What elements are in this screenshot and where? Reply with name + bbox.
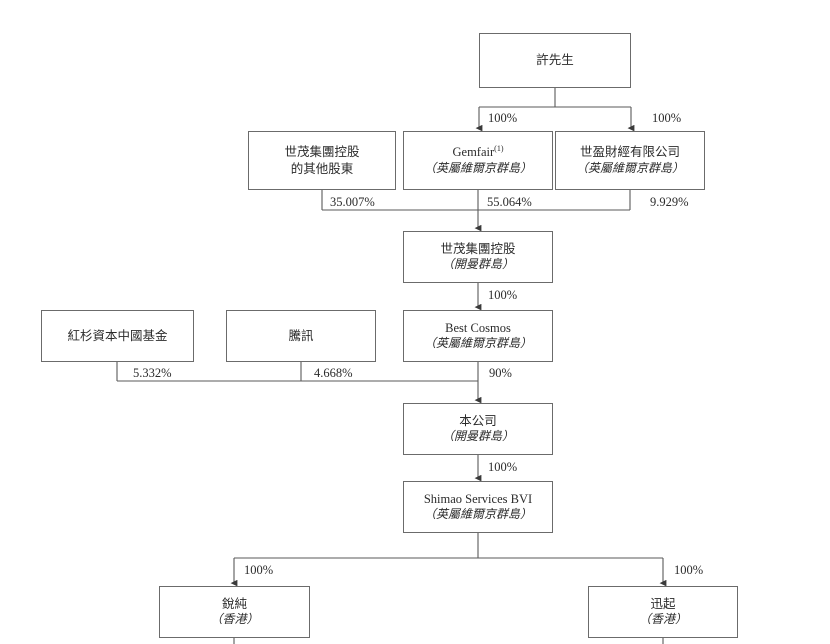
node-label: 許先生 [536, 53, 574, 68]
node-label: 世盈財經有限公司 [579, 145, 680, 160]
node-label: 世茂集團控股 [440, 241, 516, 256]
node-jurisdiction: （香港） [210, 612, 259, 627]
edge-label-other-shareholders-pct: 35.007% [330, 195, 375, 209]
node-shimao-services-bvi: Shimao Services BVI （英屬維爾京群島） [403, 481, 553, 533]
node-xunqi: 迅起 （香港） [588, 586, 738, 638]
edge-label-shimao-to-best-cosmos: 100% [488, 288, 518, 302]
edge-label-tencent-pct: 4.668% [314, 366, 353, 380]
node-the-company: 本公司 （開曼群島） [403, 403, 553, 455]
node-gemfair: Gemfair(1) （英屬維爾京群島） [403, 131, 553, 190]
node-xu-mr: 許先生 [479, 33, 631, 88]
node-label: 銳純 [221, 596, 247, 611]
edge-label-sequoia-pct: 5.332% [133, 366, 172, 380]
node-shimao-group-holdings: 世茂集團控股 （開曼群島） [403, 231, 553, 283]
node-label: 本公司 [459, 413, 497, 428]
node-label: Shimao Services BVI [423, 491, 533, 506]
node-jurisdiction: （英屬維爾京群島） [423, 507, 532, 522]
node-jurisdiction: （英屬維爾京群島） [575, 160, 684, 175]
node-sequoia-china-fund: 紅杉資本中國基金 [41, 310, 194, 362]
node-jurisdiction: （開曼群島） [441, 257, 514, 272]
node-jurisdiction: （英屬維爾京群島） [423, 160, 532, 175]
node-label: 迅起 [650, 596, 676, 611]
node-label-line2: 的其他股東 [290, 161, 354, 176]
node-label-text: Gemfair [452, 145, 495, 160]
node-label: 紅杉資本中國基金 [67, 328, 168, 343]
node-jurisdiction: （香港） [638, 612, 687, 627]
node-tencent: 騰訊 [226, 310, 376, 362]
node-jurisdiction: （開曼群島） [441, 429, 514, 444]
node-jurisdiction: （英屬維爾京群島） [423, 336, 532, 351]
edge-label-xu-to-shiying: 100% [652, 111, 682, 125]
footnote-marker: (1) [494, 144, 504, 154]
node-label: Best Cosmos [445, 320, 511, 335]
edge-label-shiying-pct: 9.929% [650, 195, 689, 209]
node-shimao-other-shareholders: 世茂集團控股 的其他股東 [248, 131, 396, 190]
node-shiying-finance: 世盈財經有限公司 （英屬維爾京群島） [555, 131, 705, 190]
edge-label-best-cosmos-pct: 90% [489, 366, 512, 380]
node-ruichun: 銳純 （香港） [159, 586, 310, 638]
node-best-cosmos: Best Cosmos （英屬維爾京群島） [403, 310, 553, 362]
node-label: 世茂集團控股 [284, 145, 360, 159]
edge-label-xu-to-gemfair: 100% [488, 111, 518, 125]
edge-label-bvi-to-xunqi: 100% [674, 563, 704, 577]
edge-label-bvi-to-ruichun: 100% [244, 563, 274, 577]
edge-label-company-to-bvi: 100% [488, 460, 518, 474]
edge-label-gemfair-pct: 55.064% [487, 195, 532, 209]
node-label: Gemfair(1) [453, 144, 504, 161]
node-label: 騰訊 [288, 328, 314, 343]
